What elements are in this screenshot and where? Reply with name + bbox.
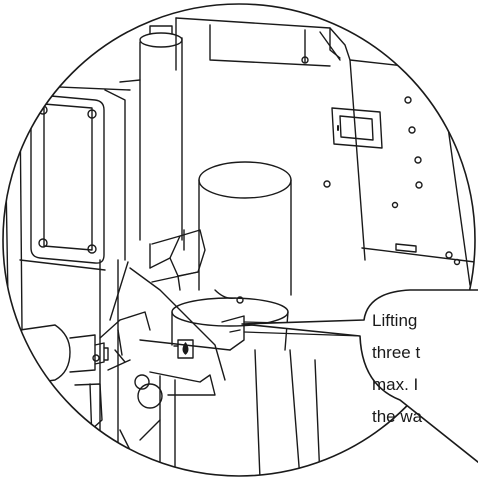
magnifier-circle [2,3,476,477]
right-panel [301,56,461,266]
hose-fitting [19,324,109,441]
drop-in-container-icon [173,339,194,359]
hex-nut [149,229,206,291]
callout-line-2: three t [372,343,420,362]
callout-bubble: Lifting three t max. I the wa [241,289,478,464]
hand-lever [99,261,226,471]
rear-housing [175,17,475,286]
callout-line-1: Lifting [372,311,417,330]
callout-line-3: max. I [372,375,418,394]
callout-line-4: the wa [372,407,423,426]
lift-column [139,25,183,241]
left-cover-plate [11,79,141,271]
pump-cylinder [183,161,292,296]
drain-ring [139,289,289,351]
